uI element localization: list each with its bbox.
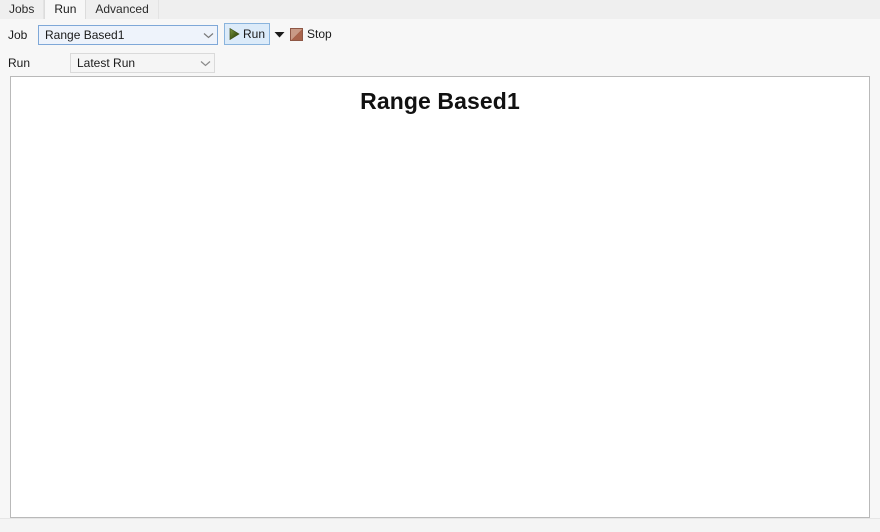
run-selector-value: Latest Run bbox=[77, 56, 136, 70]
run-selector-combobox[interactable]: Latest Run bbox=[70, 53, 215, 73]
job-combobox-value: Range Based1 bbox=[45, 28, 125, 42]
job-row: Job Range Based1 bbox=[8, 24, 218, 46]
status-bar bbox=[0, 518, 880, 532]
play-triangle-icon bbox=[229, 27, 240, 41]
tab-strip-filler bbox=[158, 0, 880, 19]
tab-run-label: Run bbox=[54, 2, 77, 16]
stop-square-icon bbox=[290, 27, 303, 41]
tab-run[interactable]: Run bbox=[44, 0, 87, 19]
run-selector-label: Run bbox=[8, 56, 31, 70]
chevron-down-icon[interactable] bbox=[196, 60, 214, 67]
stop-button-label: Stop bbox=[307, 27, 332, 41]
report-panel: Range Based1 bbox=[10, 76, 870, 518]
run-button[interactable]: Run bbox=[224, 23, 270, 45]
run-selector-row: Run Latest Run bbox=[8, 52, 215, 74]
run-dropdown-button[interactable] bbox=[270, 23, 288, 45]
job-label: Job bbox=[8, 28, 28, 42]
toolbar: Job Range Based1 bbox=[0, 19, 880, 76]
tab-jobs-label: Jobs bbox=[9, 2, 35, 16]
stop-button[interactable]: Stop bbox=[290, 23, 332, 45]
job-combobox[interactable]: Range Based1 bbox=[38, 25, 218, 45]
report-title: Range Based1 bbox=[360, 88, 520, 114]
tab-jobs[interactable]: Jobs bbox=[0, 0, 45, 19]
tab-advanced[interactable]: Advanced bbox=[86, 0, 159, 19]
chevron-down-icon[interactable] bbox=[199, 32, 217, 39]
tab-advanced-label: Advanced bbox=[95, 2, 149, 16]
caret-down-icon bbox=[274, 27, 285, 41]
run-button-label: Run bbox=[243, 27, 266, 41]
tab-strip: Jobs Run Advanced bbox=[0, 0, 880, 19]
